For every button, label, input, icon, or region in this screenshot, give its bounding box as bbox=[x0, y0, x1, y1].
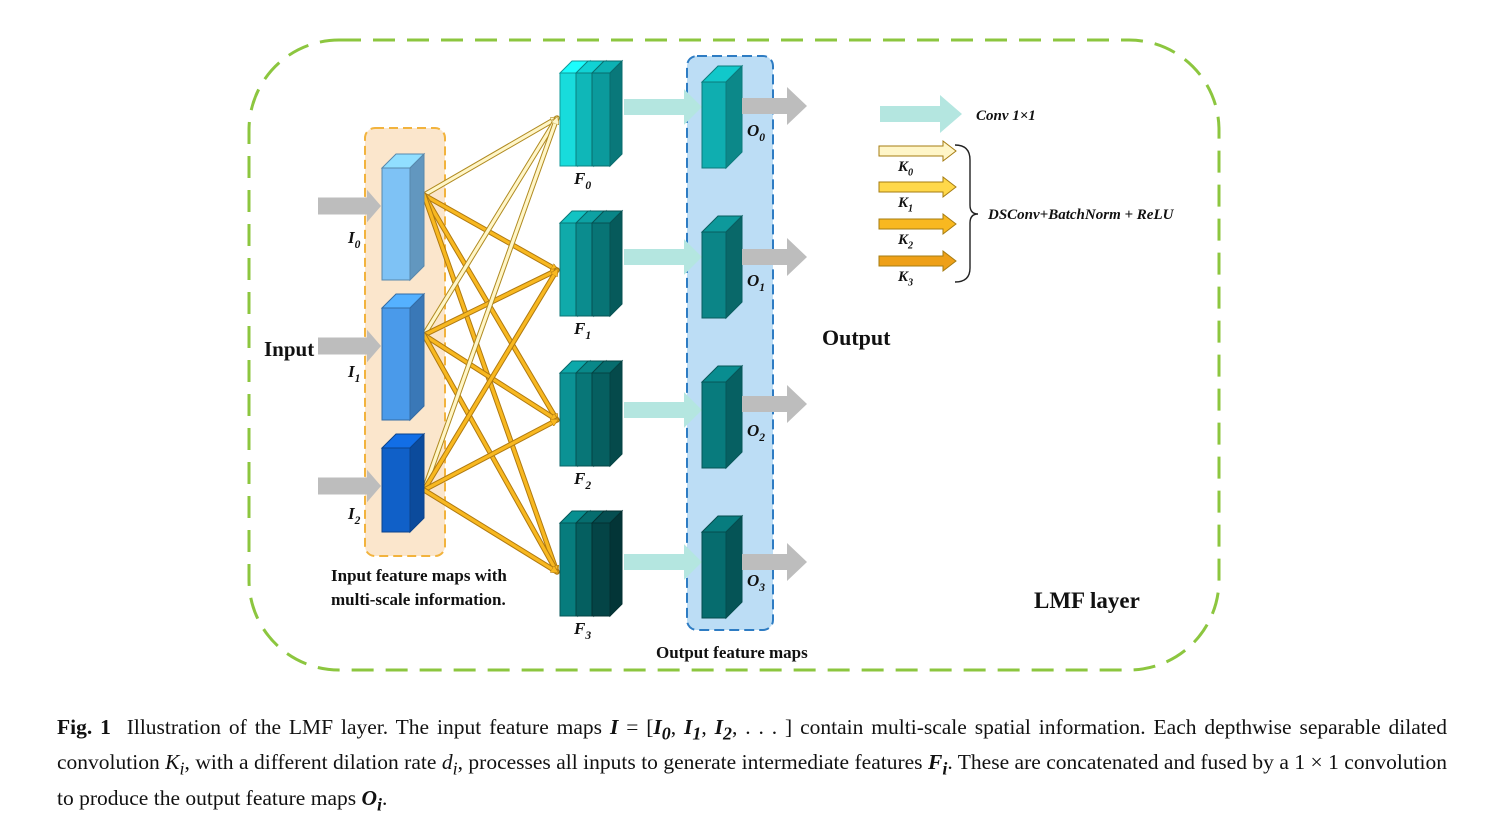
output-arrow-2 bbox=[742, 385, 807, 423]
caption-text-5: . These are concatenated and fused by a … bbox=[57, 750, 1448, 810]
caption-d-sub: i bbox=[452, 758, 458, 779]
caption-k-sub: i bbox=[179, 758, 185, 779]
caption-eq-i1: I bbox=[684, 715, 693, 739]
feature-block-1 bbox=[558, 209, 624, 318]
caption-text-4: , processes all inputs to generate inter… bbox=[457, 750, 923, 775]
output-arrow-0 bbox=[742, 87, 807, 125]
figure-caption: Fig. 1 Illustration of the LMF layer. Th… bbox=[57, 715, 1448, 814]
caption-o-sub: i bbox=[377, 793, 383, 814]
caption-f-sub: i bbox=[942, 758, 948, 779]
output-label: Output bbox=[822, 325, 891, 350]
feature-block-2 bbox=[558, 359, 624, 468]
output-block-3 bbox=[700, 514, 744, 620]
caption-f: F bbox=[928, 750, 943, 775]
conv-legend-arrow bbox=[880, 95, 962, 133]
input-label-2: I2 bbox=[347, 504, 361, 527]
output-block-0 bbox=[700, 64, 744, 170]
feature-slice-3-2 bbox=[590, 509, 624, 618]
caption-k: K bbox=[165, 750, 180, 775]
output-label-0: O0 bbox=[747, 121, 765, 144]
figure-number: Fig. 1 bbox=[57, 715, 111, 739]
kernel-legend-label-2: K2 bbox=[897, 232, 913, 252]
connection-i0-f1 bbox=[422, 193, 557, 272]
caption-text-2: contain multi-scale spatial information.… bbox=[57, 715, 1448, 775]
caption-d: d bbox=[441, 750, 453, 775]
feature-block-3 bbox=[558, 509, 624, 618]
input-label: Input bbox=[264, 337, 314, 361]
connection-i2-f0 bbox=[422, 118, 557, 492]
caption-eq-lhs: I bbox=[609, 715, 619, 739]
output-label-1: O1 bbox=[747, 271, 765, 294]
connection-i2-f2 bbox=[422, 418, 557, 492]
input-block-0 bbox=[380, 152, 426, 282]
feature-slice-0-2 bbox=[590, 59, 624, 168]
output-block-2 bbox=[700, 364, 744, 470]
caption-eq-i0: I bbox=[653, 715, 662, 739]
connection-i0-f0 bbox=[422, 116, 557, 197]
caption-eq-rest: , . . . ] bbox=[731, 715, 793, 739]
input-arrow-0 bbox=[318, 189, 381, 223]
caption-eq-i2: I bbox=[714, 715, 724, 739]
kernel-legend-arrow-2 bbox=[878, 212, 957, 236]
caption-eq-i0-sub: 0 bbox=[661, 723, 671, 744]
caption-eq-i1-sub: 1 bbox=[692, 723, 702, 744]
kernel-legend-arrow-0 bbox=[878, 139, 957, 163]
brace bbox=[954, 144, 979, 283]
lmf-frame bbox=[247, 38, 1221, 672]
feature-block-0 bbox=[558, 59, 624, 168]
kernel-legend-arrow-3 bbox=[878, 249, 957, 273]
kernel-legend-label-0: K0 bbox=[897, 159, 913, 179]
input-block-1 bbox=[380, 292, 426, 422]
connection-i2-f1 bbox=[422, 270, 559, 492]
feature-label-2: F2 bbox=[573, 469, 591, 492]
kernel-legend-arrow-1 bbox=[878, 175, 957, 199]
conv-arrows bbox=[624, 89, 702, 580]
conv-arrow-0 bbox=[624, 89, 702, 125]
feature-label-0: F0 bbox=[573, 169, 591, 192]
input-group-caption-line2: multi-scale information. bbox=[331, 590, 506, 609]
caption-eq-mid: = [ bbox=[618, 715, 654, 739]
output-arrow-1 bbox=[742, 238, 807, 276]
input-arrow-2 bbox=[318, 469, 381, 503]
output-group-box bbox=[686, 55, 774, 631]
output-group-caption: Output feature maps bbox=[656, 643, 808, 662]
feature-slice-2-2 bbox=[590, 359, 624, 468]
caption-text-6: . bbox=[382, 785, 388, 810]
kernel-connections bbox=[421, 115, 560, 575]
caption-eq-i2-sub: 2 bbox=[723, 723, 732, 744]
frame-label: LMF layer bbox=[1034, 588, 1140, 613]
input-arrows bbox=[318, 189, 381, 503]
input-block-2 bbox=[380, 432, 426, 534]
kernel-legend-label-3: K3 bbox=[897, 269, 913, 289]
caption-o: O bbox=[361, 785, 378, 810]
conv-arrow-2 bbox=[624, 392, 702, 428]
feature-label-3: F3 bbox=[573, 619, 591, 642]
input-label-1: I1 bbox=[347, 362, 360, 385]
caption-text-1: Illustration of the LMF layer. The input… bbox=[126, 715, 603, 739]
feature-slice-1-2 bbox=[590, 209, 624, 318]
connection-i1-f0 bbox=[422, 118, 559, 337]
output-arrows bbox=[742, 87, 807, 581]
caption-text-3: , with a different dilation rate bbox=[184, 750, 437, 775]
output-label-2: O2 bbox=[747, 421, 765, 444]
output-arrow-3 bbox=[742, 543, 807, 581]
feature-label-1: F1 bbox=[573, 319, 591, 342]
input-arrow-1 bbox=[318, 329, 381, 363]
conv-arrow-3 bbox=[624, 544, 702, 580]
conv-arrow-1 bbox=[624, 239, 702, 275]
kernel-legend-label-1: K1 bbox=[897, 195, 913, 215]
conv-legend-label: Conv 1×1 bbox=[976, 108, 1036, 124]
input-label-0: I0 bbox=[347, 228, 361, 251]
connection-i2-f3 bbox=[422, 488, 557, 574]
output-block-1 bbox=[700, 214, 744, 320]
brace-label: DSConv+BatchNorm + ReLU bbox=[987, 207, 1175, 223]
output-label-3: O3 bbox=[747, 571, 765, 594]
input-group-caption-line1: Input feature maps with bbox=[331, 566, 507, 585]
